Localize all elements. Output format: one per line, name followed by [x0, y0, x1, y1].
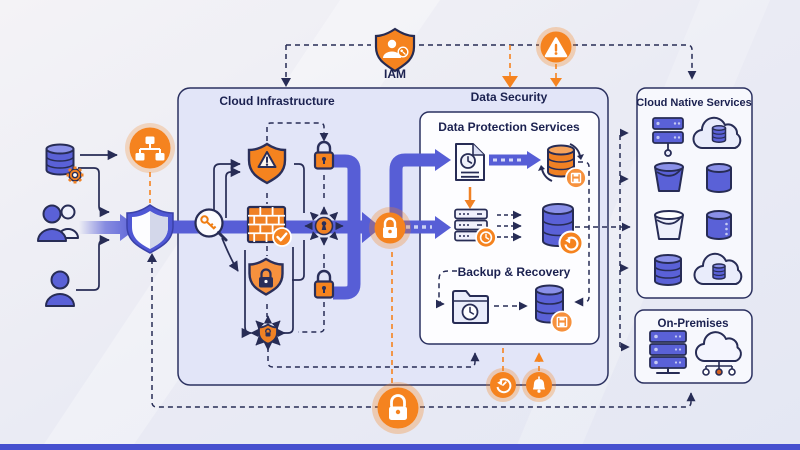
backup-folder-icon	[452, 290, 489, 324]
database-restore-icon	[542, 203, 584, 256]
data-security-label: Data Security	[471, 90, 548, 104]
network-hierarchy-icon	[125, 123, 175, 173]
orange-flow-arrowhead	[464, 200, 476, 209]
gear-icon	[66, 166, 84, 184]
backup-database-icon	[535, 284, 574, 334]
data-protection-services-label: Data Protection Services	[438, 120, 580, 134]
orange-arrow	[550, 78, 562, 87]
backup-recovery-label: Backup & Recovery	[458, 265, 571, 279]
user-icon	[45, 270, 75, 307]
labels: IAM Cloud Infrastructure Data Security D…	[219, 67, 751, 330]
source-database	[45, 143, 84, 184]
encryption-lock-icon	[369, 207, 411, 249]
cylinder-dots-icon	[706, 210, 732, 240]
cloud-native-services-label: Cloud Native Services	[636, 97, 752, 109]
bucket-icon	[654, 162, 684, 192]
bottom-strip	[0, 444, 800, 450]
padlock-icon	[313, 269, 335, 299]
server-node-icon	[652, 117, 684, 157]
iam-label: IAM	[384, 67, 406, 81]
warning-circle-icon	[536, 27, 576, 67]
bucket-outline-icon	[654, 210, 684, 240]
lock-shield-icon	[248, 257, 284, 296]
on-premises-label: On-Premises	[658, 318, 729, 330]
server-clock-icon	[454, 208, 497, 249]
backup-document-icon	[455, 143, 485, 181]
sync-database-icon	[538, 143, 587, 189]
padlock-icon	[313, 140, 335, 170]
users-flow-arrow	[79, 214, 138, 241]
database-stack-icon	[654, 254, 682, 286]
solid-connectors	[76, 149, 305, 339]
floppy-badge-icon	[550, 310, 574, 334]
orange-dashed-connectors	[149, 45, 557, 384]
cloud-database-icon	[692, 116, 742, 150]
firewall-check-icon	[246, 205, 292, 247]
replication-arrows	[497, 210, 522, 242]
alert-shield-icon	[247, 142, 287, 185]
shield-icon	[126, 204, 174, 254]
iam-shield-icon	[374, 27, 416, 73]
cloud-infrastructure-label: Cloud Infrastructure	[219, 94, 335, 108]
history-circle-icon	[486, 368, 520, 402]
arrow-into-shield	[147, 253, 157, 262]
dashed-connectors	[151, 44, 697, 408]
floppy-badge-icon	[565, 167, 587, 189]
audit-lock-icon	[372, 382, 424, 434]
cloud-network-icon	[695, 331, 742, 376]
cloud-database-icon	[693, 252, 743, 286]
orange-arrow	[502, 76, 518, 88]
server-rack-icon	[649, 330, 687, 374]
cylinder-icon	[706, 163, 732, 193]
spread-shield-icon	[250, 315, 286, 351]
bell-circle-icon	[522, 368, 556, 402]
lock-spread-icon	[304, 206, 344, 246]
users-icon	[37, 204, 79, 242]
arrow-into-box	[281, 78, 291, 87]
search-key-icon	[194, 208, 228, 242]
